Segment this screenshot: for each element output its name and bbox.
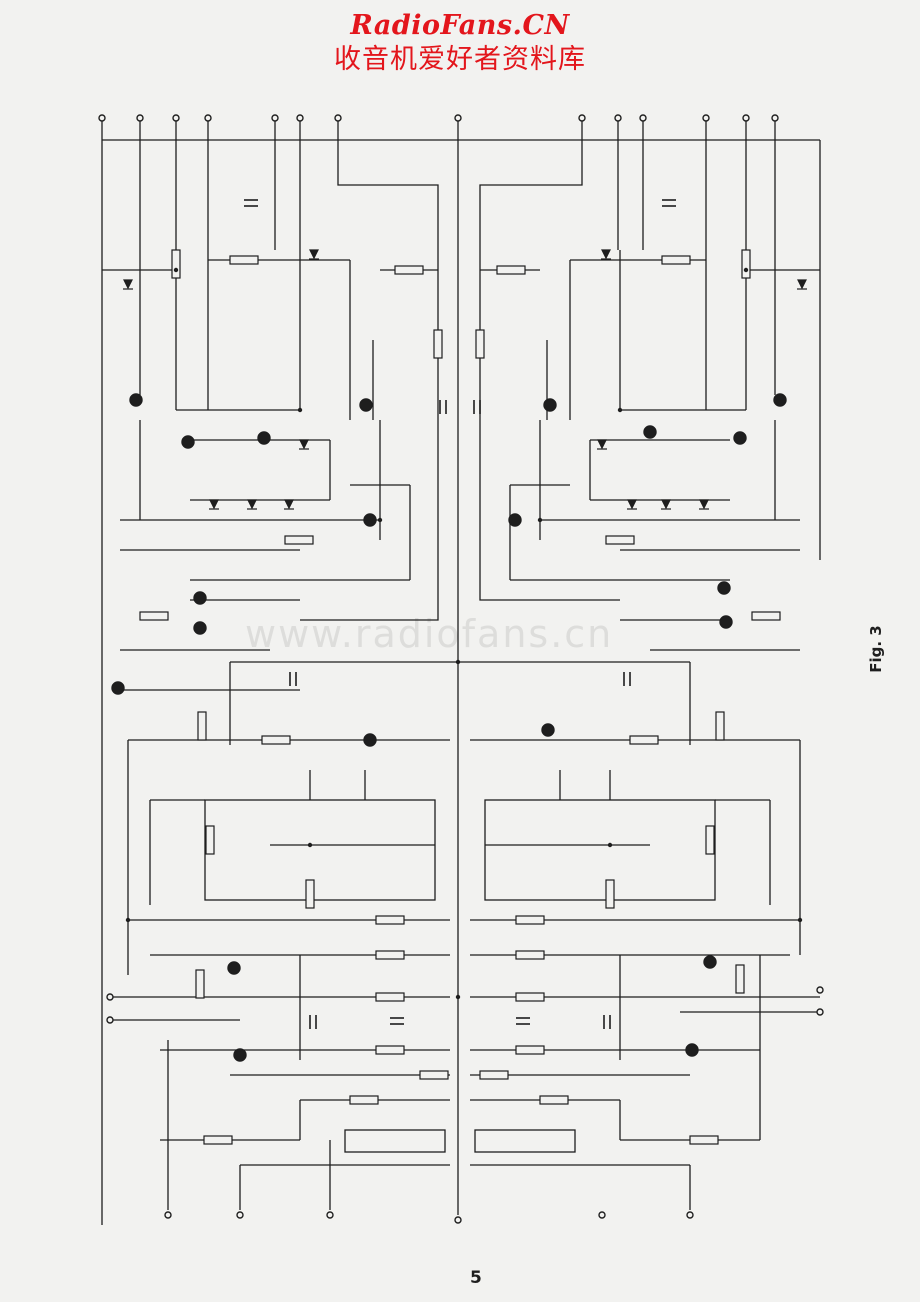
site-subtitle: 收音机爱好者资料库 [334,44,586,75]
site-title: RadioFans.CN [350,10,570,41]
watermark-text: www.radiofans.cn [245,612,614,656]
page-header: RadioFans.CN 收音机爱好者资料库 [0,10,920,78]
page-number: 5 [470,1268,482,1288]
figure-label: Fig. 3 [867,625,885,673]
